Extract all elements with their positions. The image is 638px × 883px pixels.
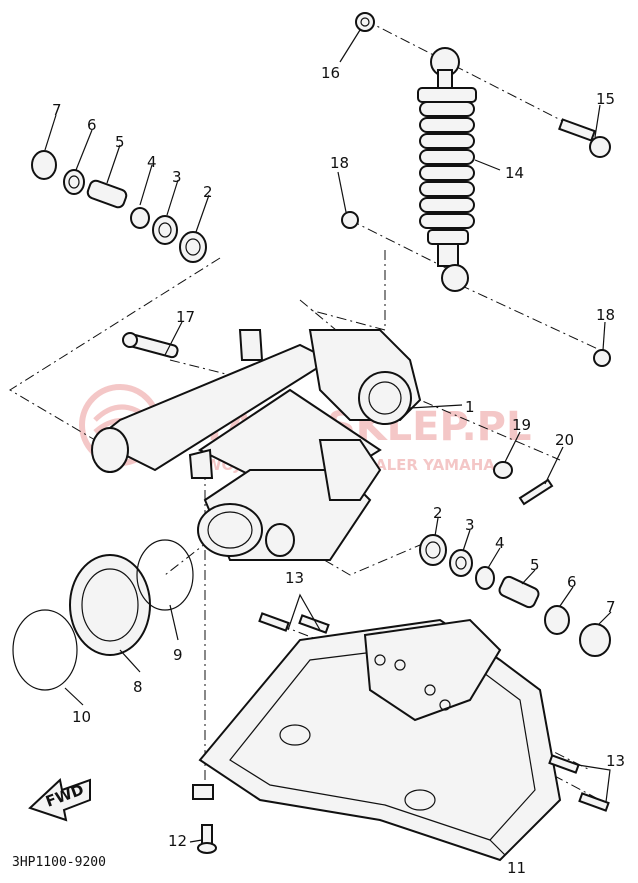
callout-3-left: 3 bbox=[172, 168, 182, 186]
rear-shock-absorber bbox=[417, 47, 477, 292]
callout-18-lower: 18 bbox=[596, 306, 615, 324]
right-bearing-stack bbox=[419, 534, 611, 657]
washer-19 bbox=[493, 461, 513, 479]
pivot-shaft bbox=[122, 332, 179, 359]
band-9 bbox=[136, 539, 194, 611]
callout-5-left: 5 bbox=[115, 133, 125, 151]
callout-4-right: 4 bbox=[495, 534, 505, 552]
callout-17: 17 bbox=[176, 308, 195, 326]
callout-1: 1 bbox=[465, 398, 475, 416]
callout-3-right: 3 bbox=[465, 516, 475, 534]
dust-cover bbox=[69, 554, 151, 656]
cotter-pin bbox=[518, 478, 554, 506]
callout-4-left: 4 bbox=[147, 153, 157, 171]
callout-7-left: 7 bbox=[52, 101, 62, 119]
callout-18-upper: 18 bbox=[330, 154, 349, 172]
callout-2-right: 2 bbox=[433, 504, 443, 522]
skid-plate bbox=[192, 618, 562, 862]
washer-lower bbox=[593, 349, 611, 367]
diagram-code: 3HP1100-9200 bbox=[12, 855, 106, 870]
callout-2-left: 2 bbox=[203, 183, 213, 201]
callout-20: 20 bbox=[555, 431, 574, 449]
callout-6-left: 6 bbox=[87, 116, 97, 134]
callout-9: 9 bbox=[173, 646, 183, 664]
callout-6-right: 6 bbox=[567, 573, 577, 591]
callout-12: 12 bbox=[168, 832, 187, 850]
skid-plate-tab bbox=[192, 784, 214, 800]
band-10 bbox=[12, 609, 78, 691]
callout-10: 10 bbox=[72, 708, 91, 726]
mount-bolts-13 bbox=[258, 612, 610, 812]
left-bearing-stack bbox=[31, 150, 207, 263]
callout-14: 14 bbox=[505, 164, 524, 182]
callout-13-lower: 13 bbox=[606, 752, 625, 770]
callout-15: 15 bbox=[596, 90, 615, 108]
callout-7-right: 7 bbox=[606, 598, 616, 616]
callout-19: 19 bbox=[512, 416, 531, 434]
fwd-arrow: FWD bbox=[28, 778, 91, 822]
shock-spring bbox=[419, 101, 475, 229]
shock-bolt bbox=[558, 118, 611, 158]
washer-upper bbox=[341, 211, 359, 229]
leader-lines bbox=[9, 19, 601, 801]
callout-leaders bbox=[44, 29, 612, 856]
callout-11: 11 bbox=[507, 859, 526, 877]
callout-5-right: 5 bbox=[530, 556, 540, 574]
callout-labels: 1 2 2 3 3 4 4 5 5 6 6 7 7 8 9 10 11 12 1… bbox=[52, 64, 625, 877]
swingarm bbox=[91, 329, 422, 561]
bolt-12 bbox=[197, 824, 217, 854]
callout-8: 8 bbox=[133, 678, 143, 696]
callout-13-upper: 13 bbox=[285, 569, 304, 587]
top-nut bbox=[355, 12, 375, 32]
callout-16: 16 bbox=[321, 64, 340, 82]
